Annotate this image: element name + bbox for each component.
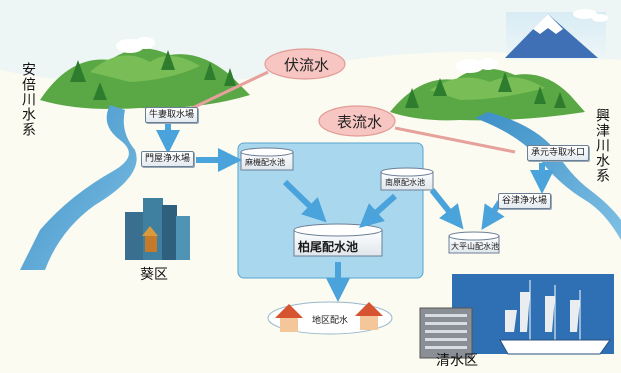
tank-kashio-shape [293, 223, 383, 257]
district-aoi: 葵区 [140, 267, 168, 283]
left-mountains [40, 37, 250, 109]
intake-ushizuma: 牛妻取水場 [145, 107, 199, 123]
purification-yatsu: 谷津浄水場 [498, 193, 552, 209]
surface-water-label: 表流水 [337, 113, 383, 131]
surface-bubble [318, 105, 516, 154]
reservoir-odairayama: 大平山配水池 [451, 242, 499, 251]
groundwater-label: 伏流水 [284, 56, 330, 74]
tank-asahata-shape [240, 147, 294, 171]
right-mountains [390, 58, 585, 121]
purification-kadoya: 門屋浄水場 [141, 151, 195, 167]
groundwater-bubble [181, 48, 346, 115]
river-system-abe-label: 安倍川水系 [20, 62, 36, 137]
tank-nanbara-shape [380, 167, 434, 191]
reservoir-asahata: 麻機配水池 [245, 158, 285, 167]
aoi-buildings [125, 198, 190, 260]
reservoir-kashio: 柏尾配水池 [298, 240, 359, 254]
mount-fuji [505, 9, 608, 60]
intake-shoganji: 承元寺取水口 [527, 145, 590, 161]
distribution-label: 地区配水 [312, 316, 349, 326]
left-river [20, 105, 137, 270]
shimizu-harbor [419, 274, 614, 359]
tank-odairayama-shape [448, 231, 500, 254]
distribution-houses [267, 301, 393, 335]
flow-arrows [156, 122, 554, 302]
reservoir-nanbara: 南原配水池 [385, 178, 425, 187]
river-system-okitsu-label: 興津川水系 [594, 108, 610, 183]
district-shimizu: 清水区 [436, 353, 478, 369]
